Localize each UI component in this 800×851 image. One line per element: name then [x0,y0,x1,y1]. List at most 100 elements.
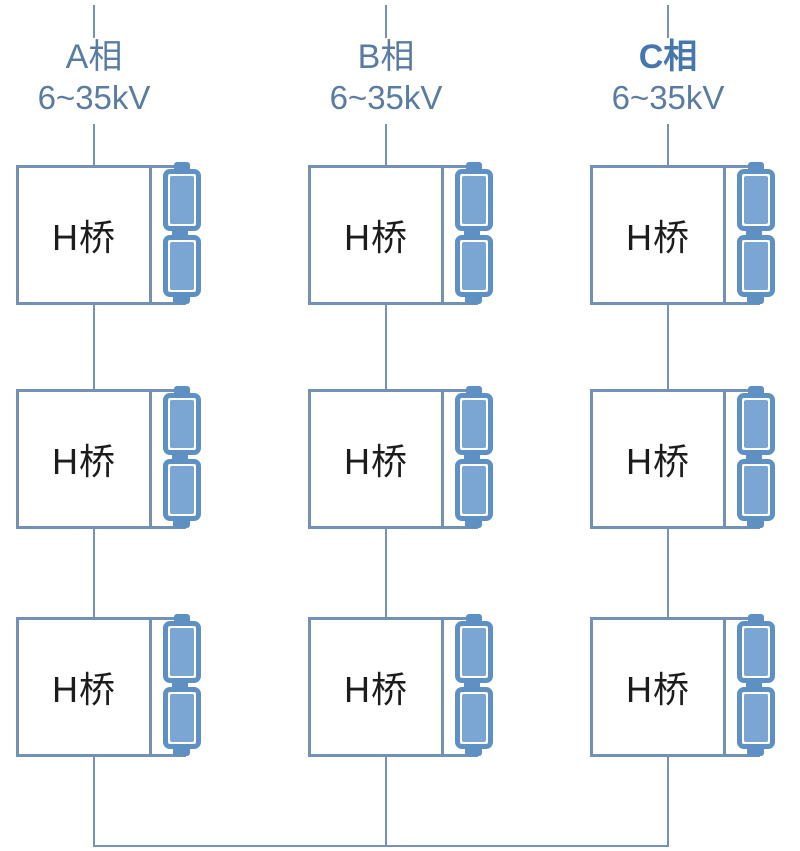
wire-dc-bottom [720,302,760,305]
battery-icon [163,235,201,297]
wire-phase-b-to-module-1 [385,124,387,165]
wire-module-1-to-2 [93,305,95,389]
battery-terminal-icon [746,452,762,462]
battery-terminal-icon [748,162,764,172]
battery-stack [163,386,201,536]
phase-column-c: C相 6~35kV H桥 H桥 [590,0,790,851]
h-bridge-box: H桥 [308,389,444,529]
battery-terminal-icon [464,228,480,238]
h-bridge-box: H桥 [16,389,152,529]
h-bridge-label: H桥 [52,441,116,482]
battery-terminal-icon [746,680,762,690]
h-bridge-box: H桥 [590,617,726,757]
wire-dc-bottom [146,526,186,529]
battery-terminal-icon [172,452,188,462]
h-bridge-module-b2: H桥 [308,386,508,539]
h-bridge-label: H桥 [52,669,116,710]
h-bridge-label: H桥 [626,217,690,258]
battery-terminal-icon [747,519,764,528]
battery-terminal-icon [746,228,762,238]
wire-phase-a-to-module-1 [93,124,95,165]
battery-core [462,694,486,742]
wire-dc-top [720,389,760,392]
battery-core [744,242,768,290]
wire-dc-bottom [438,302,478,305]
phase-b-voltage-label: 6~35kV [329,79,443,116]
battery-core [744,628,768,676]
h-bridge-module-c1: H桥 [590,162,790,315]
battery-core [462,466,486,514]
battery-icon [737,169,775,231]
h-bridge-module-a1: H桥 [16,162,216,315]
battery-terminal-icon [466,614,482,624]
h-bridge-box: H桥 [16,165,152,305]
wire-dc-bottom [146,302,186,305]
battery-terminal-icon [465,295,482,304]
battery-terminal-icon [173,519,190,528]
battery-stack [455,162,493,312]
battery-core [170,694,194,742]
h-bridge-module-b3: H桥 [308,614,508,767]
phase-c-voltage-label: 6~35kV [611,79,725,116]
battery-terminal-icon [174,162,190,172]
battery-terminal-icon [464,452,480,462]
h-bridge-box: H桥 [308,617,444,757]
wire-module-1-to-2 [385,305,387,389]
wire-module-3-to-bus [93,757,95,846]
wire-module-1-to-2 [667,305,669,389]
wire-dc-bottom [720,526,760,529]
wire-dc-top [438,617,478,620]
battery-terminal-icon [464,680,480,690]
battery-terminal-icon [174,386,190,396]
phase-a-voltage-label: 6~35kV [37,79,151,116]
battery-terminal-icon [173,747,190,756]
battery-terminal-icon [172,228,188,238]
battery-icon [737,459,775,521]
wire-dc-top [438,389,478,392]
battery-icon [163,687,201,749]
h-bridge-label: H桥 [344,441,408,482]
battery-core [170,400,194,448]
wire-dc-bottom [438,754,478,757]
battery-core [170,242,194,290]
battery-icon [163,459,201,521]
wire-dc-top [438,165,478,168]
wire-module-2-to-3 [385,529,387,617]
h-bridge-module-b1: H桥 [308,162,508,315]
battery-icon [737,235,775,297]
battery-core [170,628,194,676]
wire-module-3-to-bus [385,757,387,846]
wire-phase-a-top-stub [93,5,95,38]
battery-terminal-icon [747,747,764,756]
battery-terminal-icon [466,162,482,172]
battery-terminal-icon [465,747,482,756]
battery-terminal-icon [173,295,190,304]
battery-stack [737,386,775,536]
battery-icon [455,687,493,749]
battery-core [744,176,768,224]
wire-dc-bottom [720,754,760,757]
battery-terminal-icon [465,519,482,528]
battery-terminal-icon [748,386,764,396]
battery-core [744,466,768,514]
battery-core [462,176,486,224]
battery-terminal-icon [748,614,764,624]
wire-dc-top [146,165,186,168]
wire-phase-c-top-stub [667,5,669,38]
battery-icon [737,393,775,455]
wire-module-3-to-bus [667,757,669,846]
h-bridge-module-c2: H桥 [590,386,790,539]
phase-column-b: B相 6~35kV H桥 H桥 [308,0,508,851]
wire-dc-top [146,617,186,620]
h-bridge-label: H桥 [52,217,116,258]
wire-bottom-bus [93,845,669,847]
h-bridge-module-a2: H桥 [16,386,216,539]
battery-stack [163,614,201,764]
wire-phase-c-to-module-1 [667,124,669,165]
battery-core [170,176,194,224]
wire-module-2-to-3 [667,529,669,617]
h-bridge-box: H桥 [590,389,726,529]
battery-terminal-icon [466,386,482,396]
battery-icon [163,169,201,231]
